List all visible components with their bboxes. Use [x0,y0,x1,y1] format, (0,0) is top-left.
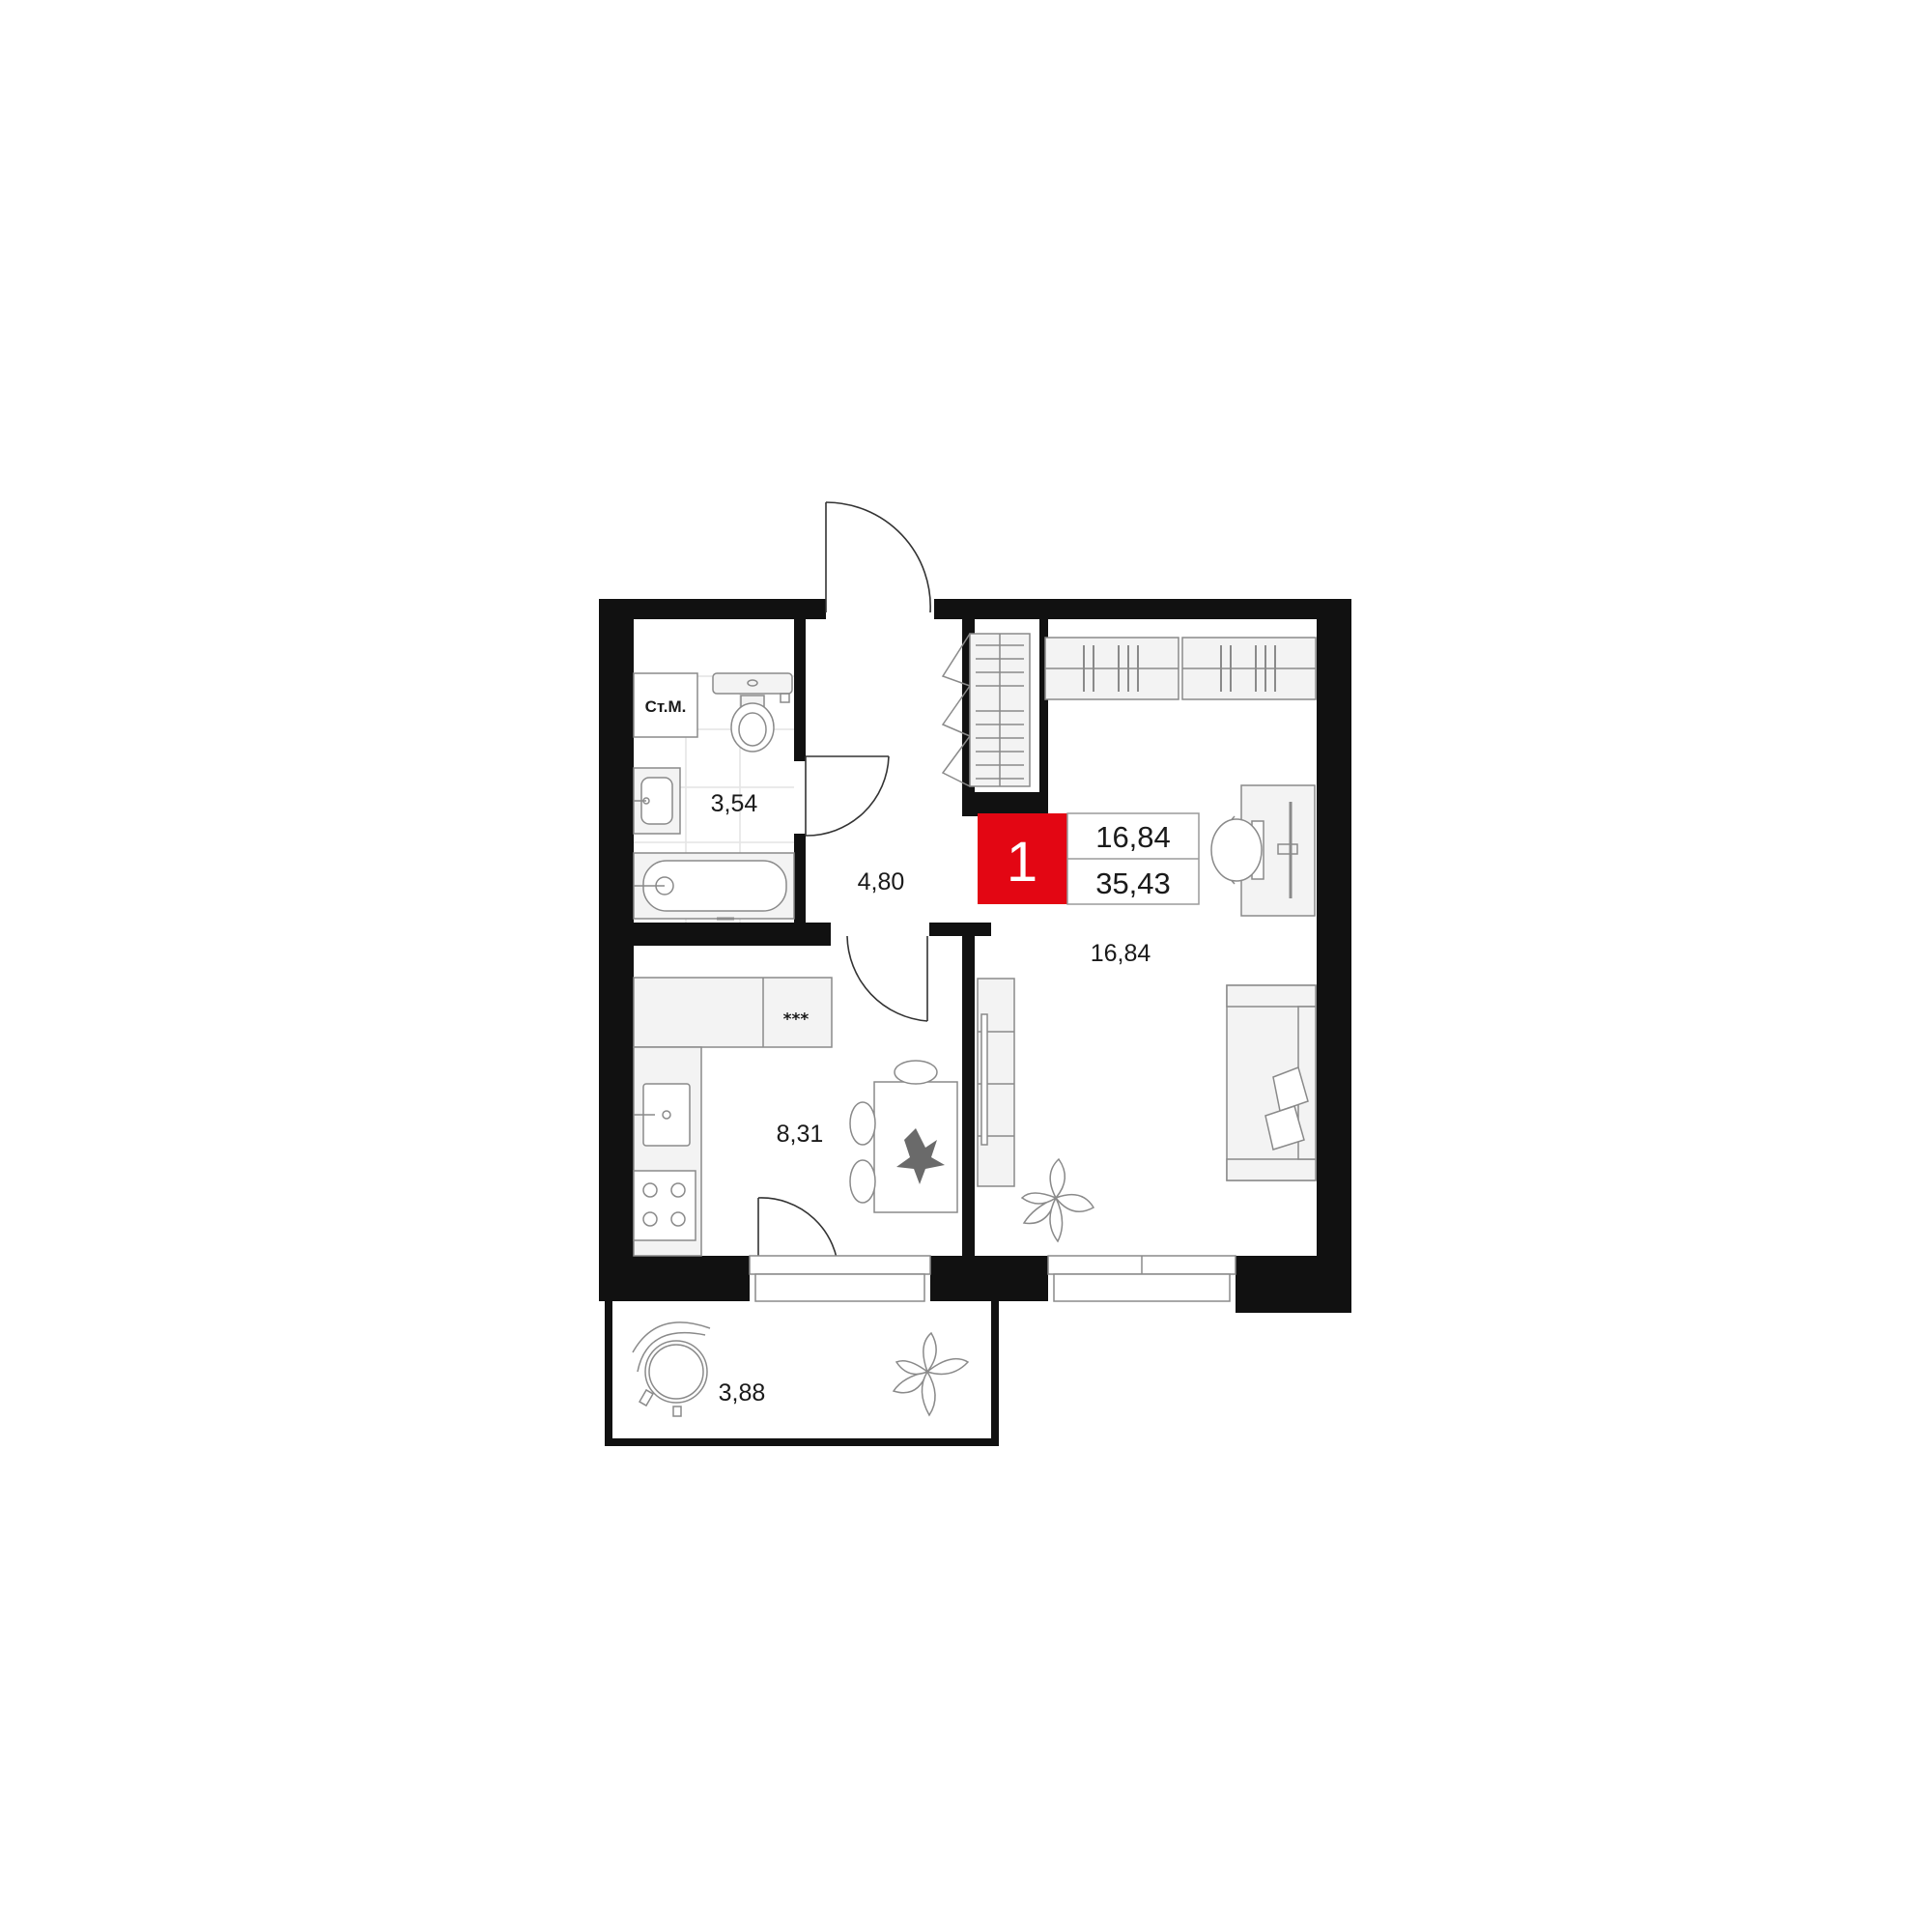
armchair-icon [632,1321,711,1417]
washing-machine-icon: Ст.М. [633,672,698,738]
stove-symbol: ⁎⁎⁎ [783,1006,810,1024]
dining-table-icon [873,1081,958,1213]
room-area-living-room: 16,84 [1091,940,1151,967]
rooms-count: 1 [1007,831,1037,894]
sofa-icon [1226,984,1317,1181]
tv-shelf-icon [977,978,1015,1187]
balcony-plant-icon [892,1331,970,1417]
badge-accent [978,813,1067,904]
kitchen-window [749,1255,931,1302]
dining-chair-icon [849,1060,938,1204]
office-chair-icon [1210,815,1263,885]
washing-machine-label: Ст.М. [645,697,687,716]
apartment-badge: 1 16,84 35,43 [978,812,1200,905]
total-area-value: 35,43 [1095,867,1171,900]
bathtub-icon [633,852,795,921]
stove-icon [633,1170,696,1241]
living-wardrobe-icon [1044,637,1317,700]
room-area-kitchen: 8,31 [777,1121,824,1148]
walls [599,599,1351,1313]
kitchen-counter-icon [633,977,833,1257]
room-area-bathroom: 3,54 [711,790,758,817]
wardrobe-icon [941,633,1031,787]
kitchen-sink-icon [634,1083,691,1147]
room-area-hallway: 4,80 [858,868,905,895]
toilet-icon [712,672,793,753]
bathroom: Ст.М. 3,54 [633,672,795,923]
living-room: 16,84 [977,637,1317,1243]
balcony: 3,88 [605,1301,999,1446]
living-area-value: 16,84 [1095,820,1171,854]
entrance-door[interactable] [825,501,931,613]
bathroom-sink-icon [633,767,681,835]
kitchen-door[interactable] [846,935,928,1022]
bathroom-door[interactable] [805,755,890,837]
room-area-balcony: 3,88 [719,1379,766,1406]
kitchen: ⁎⁎⁎ [633,977,958,1302]
living-room-window [1047,1255,1236,1302]
hallway: 4,80 [805,501,931,1022]
plant-icon [1020,1157,1095,1243]
